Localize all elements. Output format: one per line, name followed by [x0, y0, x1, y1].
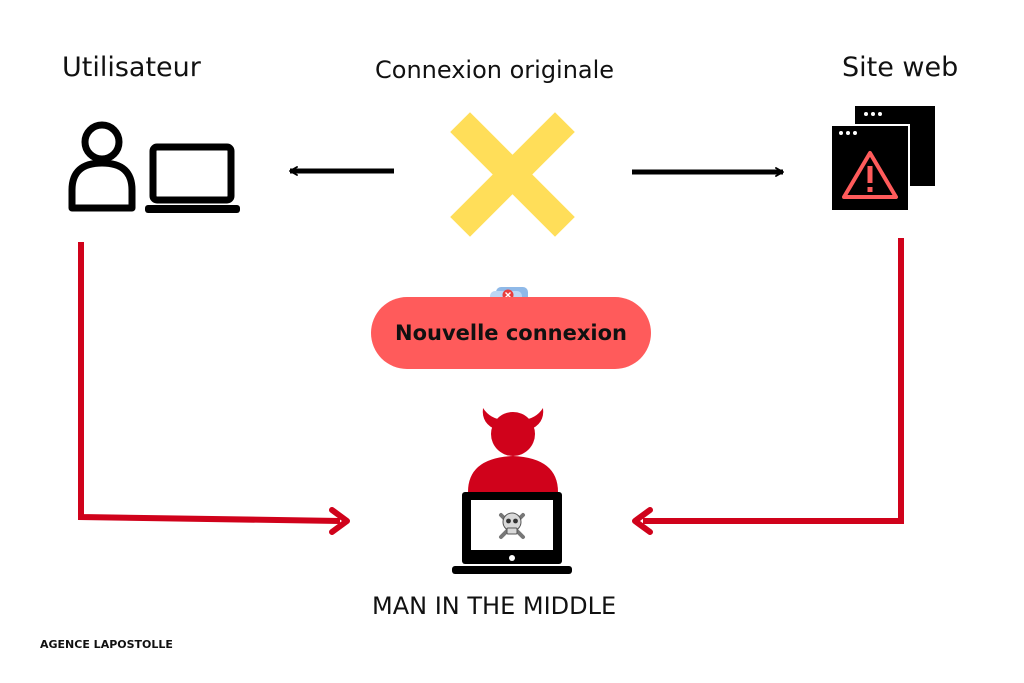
browser-window-warning-icon	[830, 106, 935, 212]
person-icon	[68, 121, 136, 212]
original-connection-label: Connexion originale	[375, 56, 615, 84]
arrowhead-user-to-attacker	[329, 507, 350, 535]
new-connection-label: Nouvelle connexion	[395, 321, 627, 345]
arrow-user-to-attacker	[78, 242, 341, 524]
new-connection-pill: Nouvelle connexion	[371, 297, 651, 369]
attacker-label: MAN IN THE MIDDLE	[372, 592, 617, 620]
cross-icon	[450, 112, 575, 237]
laptop-icon	[145, 143, 240, 213]
arrow-site-to-attacker	[643, 238, 904, 524]
devil-hacker-icon	[452, 408, 572, 574]
arrowhead-site-to-attacker	[632, 507, 653, 535]
skull-icon	[499, 512, 525, 539]
agency-credit: AGENCE LAPOSTOLLE	[40, 638, 173, 651]
site-label: Site web	[842, 52, 959, 83]
user-label: Utilisateur	[62, 52, 201, 83]
